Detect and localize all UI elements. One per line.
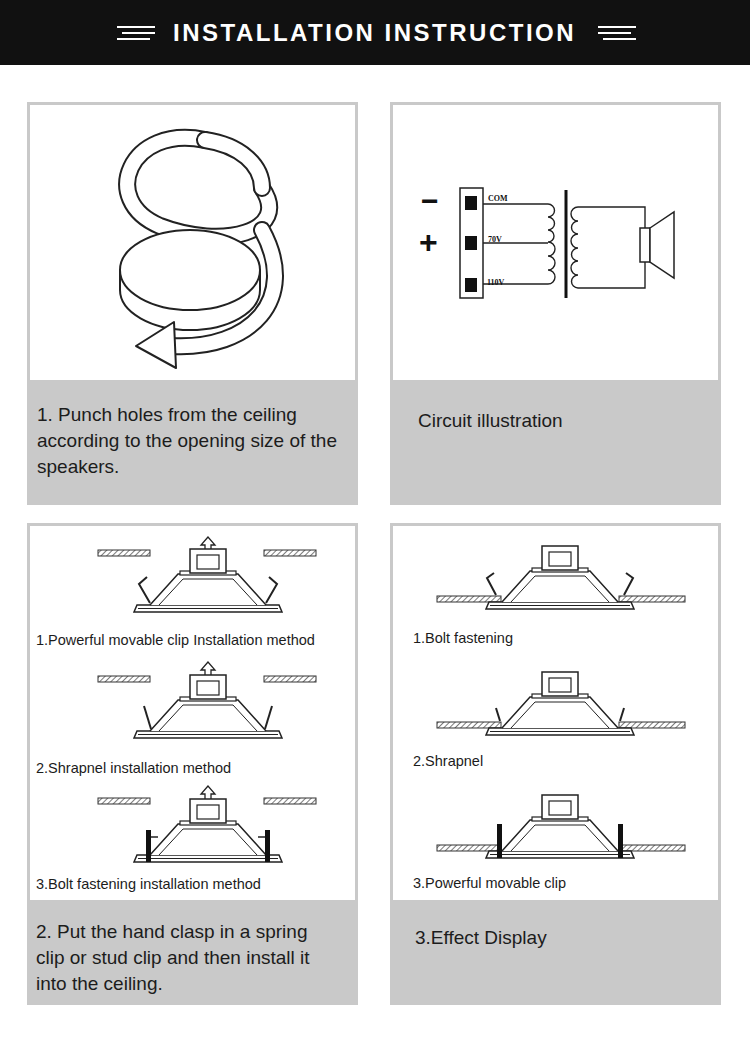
spiral-band-outline	[205, 140, 262, 188]
panel-frame	[390, 523, 721, 1005]
spiral-band	[127, 138, 269, 237]
install-method-2	[98, 662, 316, 738]
speaker-section	[486, 672, 634, 735]
ceiling-section	[619, 596, 685, 602]
fastening-bolt	[618, 824, 623, 858]
secondary-coil	[571, 207, 645, 288]
ornament-line	[117, 26, 155, 28]
bolt-tab	[258, 836, 265, 838]
panel-frame	[390, 102, 721, 505]
ceiling-section	[98, 798, 150, 804]
terminal	[465, 278, 477, 292]
step-caption: Circuit illustration	[418, 408, 708, 434]
instruction-panel: 1. Punch holes from the ceiling accordin…	[27, 102, 358, 505]
page-title: INSTALLATION INSTRUCTION	[173, 19, 576, 47]
ceiling-section	[98, 676, 150, 682]
ceiling-section	[264, 550, 316, 556]
fastening-bolt	[146, 830, 151, 862]
title-ornament-left	[117, 27, 155, 39]
panel-frame	[27, 102, 358, 505]
shrapnel-spring	[144, 706, 151, 729]
hole-punch-icon	[120, 138, 275, 368]
ceiling-section	[437, 845, 501, 851]
terminal-label: COM	[488, 195, 508, 203]
step-caption: 1. Punch holes from the ceiling accordin…	[37, 402, 337, 479]
terminal-label: 110V	[487, 279, 504, 287]
movable-clip	[624, 573, 633, 595]
method-label: 3.Bolt fastening installation method	[36, 875, 352, 895]
ceiling-section	[264, 798, 316, 804]
effect-2	[437, 672, 685, 735]
panel-picture-ground	[30, 105, 355, 380]
disk-top	[120, 230, 260, 310]
speaker-section	[134, 799, 282, 862]
speaker-section	[486, 546, 634, 609]
primary-coil	[483, 204, 555, 284]
movable-clip	[139, 577, 150, 603]
speaker-cone-symbol	[650, 212, 674, 278]
ceiling-section	[619, 845, 685, 851]
fastening-bolt	[497, 824, 502, 858]
install-method-3	[98, 786, 316, 862]
ornament-line	[598, 32, 631, 34]
ceiling-section	[619, 722, 685, 728]
ceiling-section	[437, 596, 501, 602]
panel-frame	[27, 523, 358, 1005]
speaker-section	[486, 795, 634, 858]
spiral-band	[205, 140, 262, 188]
panel-picture-ground	[393, 105, 718, 380]
ornament-line	[598, 26, 636, 28]
spiral-band	[172, 230, 275, 346]
title-ornament-right	[598, 27, 636, 39]
polarity-sign: +	[419, 226, 438, 258]
fastening-bolt	[265, 830, 270, 862]
shrapnel-spring	[496, 708, 500, 721]
movable-clip	[266, 577, 277, 603]
ornament-line	[122, 32, 155, 34]
spiral-arrowhead	[136, 322, 176, 368]
instruction-panel: 1.Powerful movable clip Installation met…	[27, 523, 358, 1005]
method-label: 3.Powerful movable clip	[413, 874, 703, 894]
method-label: 2.Shrapnel installation method	[36, 759, 352, 779]
step-caption: 2. Put the hand clasp in a spring clip o…	[36, 919, 336, 996]
effect-3	[437, 795, 685, 858]
method-label: 2.Shrapnel	[413, 752, 703, 772]
bolt-tab	[151, 836, 158, 838]
instruction-panel: Circuit illustration	[390, 102, 721, 505]
effect-1	[437, 546, 685, 609]
shrapnel-spring	[265, 706, 272, 729]
speaker-magnet-symbol	[640, 228, 650, 262]
instruction-panel: 1.Bolt fastening 2.Shrapnel 3.Powerful mov…	[390, 523, 721, 1005]
terminal-label: 70V	[488, 236, 502, 244]
circuit-diagram	[460, 188, 674, 298]
ornament-line	[117, 38, 150, 40]
spiral-band-outline	[127, 138, 269, 237]
install-method-1	[98, 537, 316, 612]
header-bar	[0, 0, 750, 65]
shrapnel-spring	[620, 708, 624, 721]
movable-clip	[487, 573, 496, 595]
speaker-section	[134, 549, 282, 612]
transformer-core	[565, 190, 568, 298]
terminal	[465, 236, 477, 250]
terminal-block	[460, 188, 483, 298]
ornament-line	[603, 38, 636, 40]
polarity-sign: −	[421, 186, 439, 216]
panel-picture-ground	[393, 526, 718, 900]
step-caption: 3.Effect Display	[415, 925, 705, 951]
terminal	[465, 196, 477, 210]
spiral-band-outline	[172, 230, 275, 346]
method-label: 1.Powerful movable clip Installation met…	[36, 631, 352, 651]
panel-picture-ground	[30, 526, 355, 900]
speaker-section	[134, 675, 282, 738]
ceiling-section	[98, 550, 150, 556]
ceiling-section	[264, 676, 316, 682]
ceiling-section	[437, 722, 501, 728]
method-label: 1.Bolt fastening	[413, 629, 703, 649]
